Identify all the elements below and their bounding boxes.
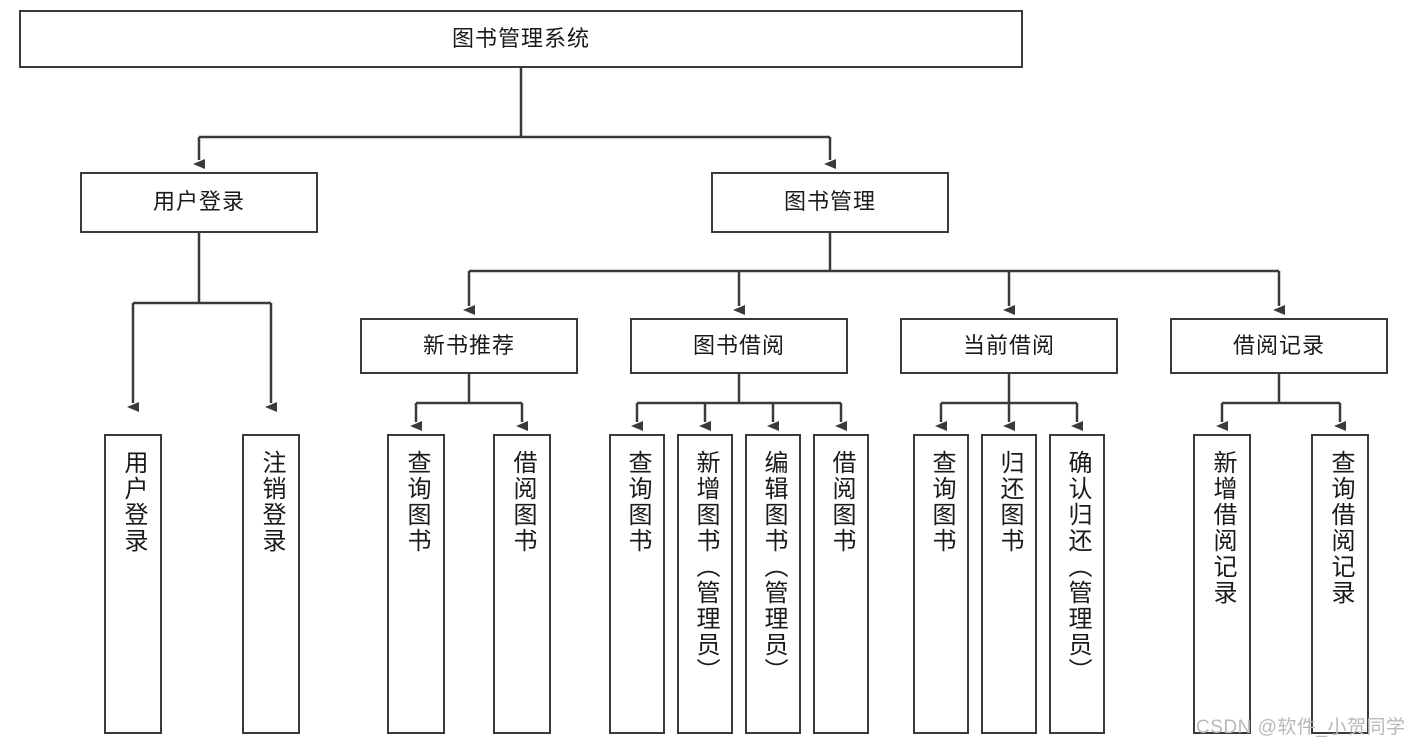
node-borrow-record-label: 借阅记录: [1232, 332, 1325, 358]
leaf-book-borrow-2[interactable]: 编辑图书（管理员）: [745, 434, 801, 734]
leaf-label: 借阅图书: [828, 450, 855, 554]
node-book-management[interactable]: 图书管理: [711, 172, 949, 233]
node-current-borrow-label: 当前借阅: [962, 332, 1055, 358]
leaf-book-borrow-1[interactable]: 新增图书（管理员）: [677, 434, 733, 734]
leaf-label: 确认归还（管理员）: [1064, 450, 1091, 684]
leaf-label: 查询图书: [403, 450, 430, 554]
node-root-label: 图书管理系统: [451, 25, 590, 51]
leaf-label: 查询图书: [928, 450, 955, 554]
node-user-login[interactable]: 用户登录: [80, 172, 318, 233]
leaf-user-login-1[interactable]: 注销登录: [242, 434, 300, 734]
leaf-user-login-0[interactable]: 用户登录: [104, 434, 162, 734]
node-new-book-recommend[interactable]: 新书推荐: [360, 318, 578, 374]
leaf-label: 新增图书（管理员）: [692, 450, 719, 684]
leaf-current-borrow-0[interactable]: 查询图书: [913, 434, 969, 734]
leaf-label: 编辑图书（管理员）: [760, 450, 787, 684]
node-current-borrow[interactable]: 当前借阅: [900, 318, 1118, 374]
leaf-label: 归还图书: [996, 450, 1023, 554]
node-book-borrow[interactable]: 图书借阅: [630, 318, 848, 374]
csdn-watermark: CSDN @软件_小贺同学: [1196, 717, 1405, 738]
leaf-label: 用户登录: [120, 450, 147, 554]
leaf-label: 借阅图书: [509, 450, 536, 554]
leaf-current-borrow-2[interactable]: 确认归还（管理员）: [1049, 434, 1105, 734]
node-user-login-label: 用户登录: [152, 189, 245, 215]
leaf-new-book-recommend-0[interactable]: 查询图书: [387, 434, 445, 734]
leaf-borrow-record-1[interactable]: 查询借阅记录: [1311, 434, 1369, 734]
leaf-label: 注销登录: [258, 450, 285, 554]
node-borrow-record[interactable]: 借阅记录: [1170, 318, 1388, 374]
node-new-book-recommend-label: 新书推荐: [422, 332, 515, 358]
leaf-label: 新增借阅记录: [1209, 450, 1236, 606]
node-root[interactable]: 图书管理系统: [19, 10, 1023, 68]
leaf-current-borrow-1[interactable]: 归还图书: [981, 434, 1037, 734]
node-book-management-label: 图书管理: [783, 189, 876, 215]
leaf-book-borrow-3[interactable]: 借阅图书: [813, 434, 869, 734]
leaf-book-borrow-0[interactable]: 查询图书: [609, 434, 665, 734]
node-book-borrow-label: 图书借阅: [692, 332, 785, 358]
leaf-new-book-recommend-1[interactable]: 借阅图书: [493, 434, 551, 734]
leaf-borrow-record-0[interactable]: 新增借阅记录: [1193, 434, 1251, 734]
leaf-label: 查询图书: [624, 450, 651, 554]
leaf-label: 查询借阅记录: [1327, 450, 1354, 606]
